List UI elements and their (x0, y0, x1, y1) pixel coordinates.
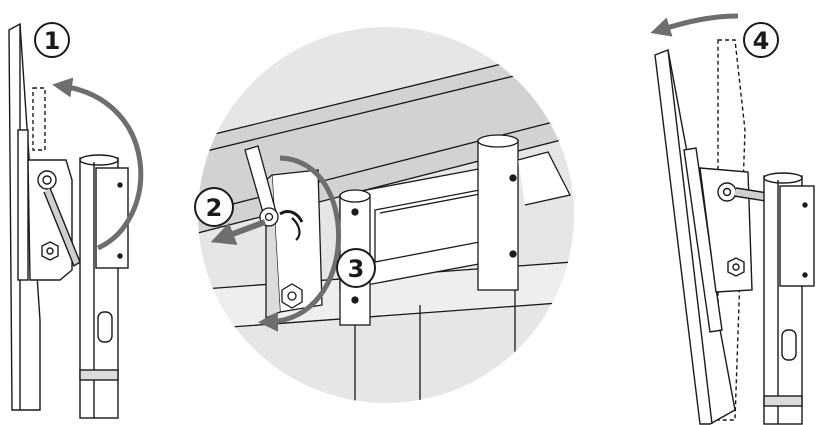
dashed-upright-position (32, 87, 46, 151)
nut-icon (727, 257, 745, 277)
tilt-arrow-icon (52, 77, 144, 251)
pull-arrow-icon (210, 219, 267, 246)
tilt-arrow-icon (650, 13, 739, 37)
right-post (477, 139, 519, 291)
knob-icon (37, 170, 57, 190)
svg-text:2: 2 (206, 194, 223, 222)
svg-text:3: 3 (348, 255, 365, 283)
bracket-plate (271, 169, 323, 313)
nut-icon (281, 283, 303, 309)
step-4-badge: 4 (743, 22, 779, 58)
svg-text:1: 1 (44, 27, 61, 55)
rotate-arrow-icon (258, 155, 342, 332)
step-1-panel (8, 22, 129, 419)
step-2-badge: 2 (194, 187, 234, 227)
detail-view (198, 27, 574, 403)
step-3-badge: 3 (336, 248, 376, 288)
mount-bracket (27, 159, 73, 281)
svg-text:4: 4 (753, 27, 770, 55)
knob-icon (717, 182, 737, 202)
step-4-panel (654, 39, 815, 425)
step-1-badge: 1 (34, 22, 70, 58)
nut-icon (41, 241, 59, 261)
